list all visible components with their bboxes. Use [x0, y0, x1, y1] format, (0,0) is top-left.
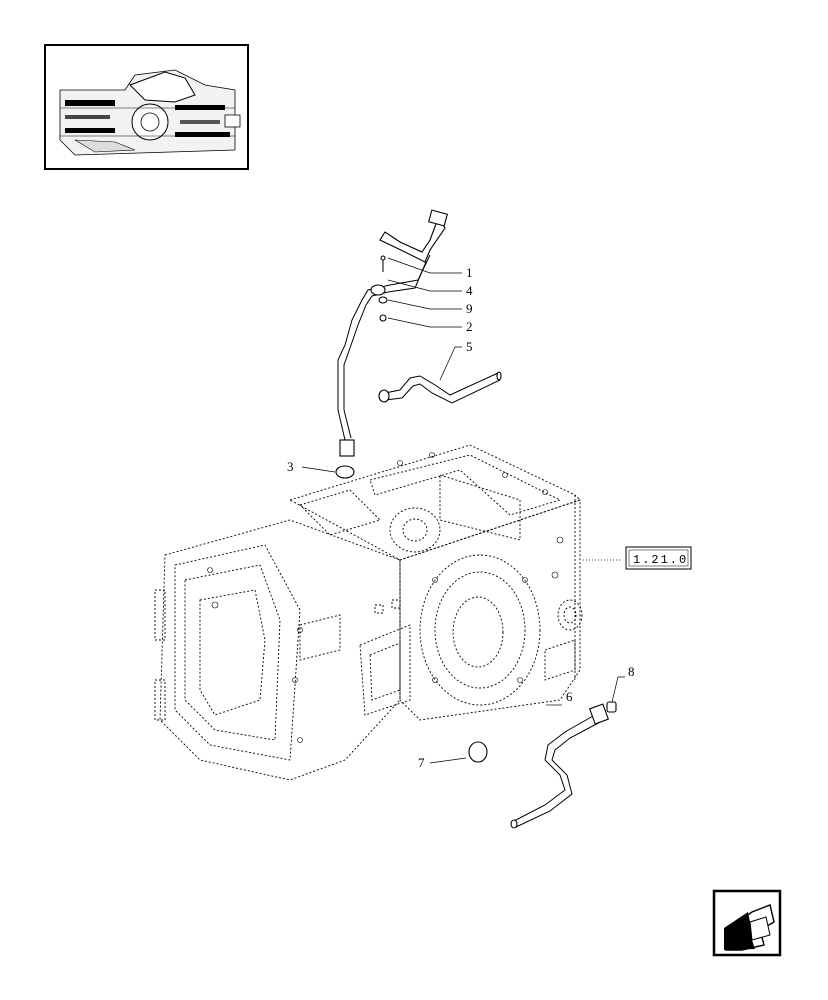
bolt-part-4 [380, 255, 386, 272]
callout-7: 7 [418, 755, 425, 770]
callout-9: 9 [466, 301, 473, 316]
leader-lines [301, 257, 625, 764]
plug-part-7 [468, 741, 488, 763]
reference-box[interactable]: 1.21.0 [625, 546, 692, 570]
seal-part-3 [335, 465, 355, 479]
reference-label: 1.21.0 [633, 553, 688, 567]
pipe-part-6 [510, 703, 610, 829]
callout-5: 5 [466, 339, 473, 354]
banjo-fitting [370, 284, 386, 296]
previous-page-arrow-icon[interactable] [712, 889, 782, 957]
washer-part-2 [379, 314, 387, 322]
transmission-housing [154, 444, 583, 781]
callout-3: 3 [287, 459, 294, 474]
callout-6: 6 [566, 689, 573, 704]
callout-4: 4 [466, 283, 473, 298]
callout-2: 2 [466, 319, 473, 334]
fitting-part-8 [606, 701, 617, 713]
callout-8: 8 [628, 664, 635, 679]
washer-part-9 [378, 296, 388, 304]
thumbnail-key-view [44, 44, 249, 170]
callout-1: 1 [466, 265, 473, 280]
pipe-part-5 [378, 371, 502, 404]
pipe-part-1 [337, 209, 448, 457]
